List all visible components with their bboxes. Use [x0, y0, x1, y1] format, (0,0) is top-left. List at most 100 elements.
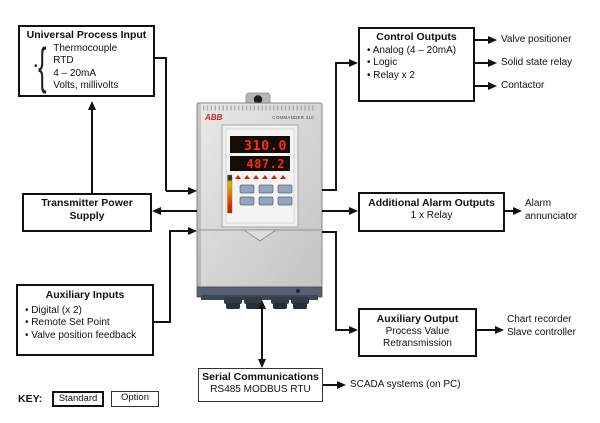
- controller-device-image: ABB COMMANDER 310 310.0 487.2: [196, 92, 323, 309]
- label-alarm-line2: annunciator: [525, 210, 578, 222]
- display-top-bezel: [230, 136, 290, 153]
- list-item: Thermocouple: [53, 42, 118, 54]
- label-chart-slave: Chart recorder Slave controller: [507, 314, 576, 339]
- bargraph-indicator: [227, 174, 233, 214]
- door-latch: [242, 229, 278, 242]
- arrowhead-into-control-outputs: [349, 58, 358, 67]
- connector-to-chart-recorder: [477, 329, 495, 331]
- box-auxiliary-output: Auxiliary Output Process Value Retransmi…: [358, 308, 477, 357]
- list-item: Remote Set Point: [25, 317, 152, 330]
- enclosure-left-shade: [197, 103, 201, 287]
- upi-title: Universal Process Input: [26, 29, 147, 41]
- arrowhead-chart-recorder: [495, 325, 504, 334]
- arrowhead-into-auxout: [349, 325, 358, 334]
- upi-bullet: •: [34, 60, 38, 72]
- auxout-title: Auxiliary Output: [376, 313, 459, 325]
- connector-upi-seg2: [165, 57, 167, 192]
- connector-device-serial: [261, 308, 263, 360]
- label-alarm-annunciator: Alarm annunciator: [525, 198, 577, 223]
- connector-upi-seg3: [166, 190, 188, 192]
- connector-auxout-seg2: [335, 231, 337, 331]
- box-control-outputs: Control Outputs Analog (4 – 20mA) Logic …: [358, 27, 475, 102]
- control-outputs-items: Analog (4 – 20mA) Logic Relay x 2: [360, 45, 473, 83]
- connector-ctrl-seg2: [335, 62, 337, 191]
- label-chart-recorder: Chart recorder: [507, 314, 572, 325]
- box-additional-alarm-outputs: Additional Alarm Outputs 1 x Relay: [358, 192, 505, 232]
- keypad-buttons: [239, 184, 293, 206]
- arrowhead-into-upi: [87, 101, 96, 110]
- display-top-value: 310.0: [244, 138, 287, 154]
- aao-title: Additional Alarm Outputs: [368, 197, 495, 209]
- list-item: Digital (x 2): [25, 305, 152, 318]
- connector-to-valve-positioner: [475, 39, 488, 41]
- cable-glands: [224, 297, 309, 309]
- list-item: Valve position feedback: [25, 330, 152, 343]
- brand-logo: ABB: [204, 113, 223, 122]
- serial-title: Serial Communications: [202, 371, 319, 383]
- connector-auxout-seg3: [336, 329, 349, 331]
- key-standard-box: Standard: [52, 391, 104, 407]
- arrowhead-into-aao: [349, 206, 358, 215]
- model-label: COMMANDER 310: [272, 115, 314, 120]
- upi-content: • { Thermocouple RTD 4 – 20mA Volts, mil…: [34, 37, 153, 94]
- key-option-box: Option: [111, 391, 159, 407]
- auxin-items: Digital (x 2) Remote Set Point Valve pos…: [18, 305, 152, 343]
- arrowhead-annunciator: [513, 206, 522, 215]
- upi-items: Thermocouple RTD 4 – 20mA Volts, millivo…: [46, 43, 118, 93]
- tps-title-line1: Transmitter Power: [41, 197, 133, 209]
- connector-auxin-seg1: [154, 321, 171, 323]
- arrowhead-serial-up: [257, 300, 266, 309]
- connector-to-contactor: [475, 85, 488, 87]
- label-contactor: Contactor: [501, 80, 545, 91]
- label-solid-state-relay: Solid state relay: [501, 57, 573, 68]
- label-slave-controller: Slave controller: [507, 326, 576, 338]
- arrowhead-contactor: [488, 81, 497, 90]
- connector-upi-seg1: [155, 57, 167, 59]
- box-serial-communications: Serial Communications RS485 MODBUS RTU: [198, 368, 323, 402]
- arrowhead-valve-positioner: [488, 35, 497, 44]
- arrowhead-serial-down: [257, 359, 266, 368]
- list-item: 4 – 20mA: [53, 67, 97, 79]
- arrowhead-scada: [337, 380, 346, 389]
- list-item: Relay x 2: [367, 70, 473, 83]
- connector-auxout-seg1: [322, 231, 337, 233]
- auxin-title: Auxiliary Inputs: [45, 289, 125, 301]
- arrowhead-into-tps: [152, 206, 161, 215]
- list-item: Analog (4 – 20mA): [367, 45, 473, 58]
- list-item: Logic: [367, 57, 473, 70]
- base-screw: [296, 289, 300, 293]
- arrowhead-ssr: [488, 58, 497, 67]
- connector-to-annunciator: [505, 210, 513, 212]
- connector-auxin-seg2: [169, 230, 171, 323]
- label-valve-positioner: Valve positioner: [501, 34, 572, 45]
- auxout-line1: Process Value: [385, 325, 450, 337]
- display-bottom-bezel: [230, 156, 290, 171]
- control-outputs-title: Control Outputs: [376, 31, 457, 43]
- auxout-line2: Retransmission: [383, 338, 452, 349]
- arrowhead-upi-into-device: [188, 186, 197, 195]
- label-scada: SCADA systems (on PC): [350, 379, 461, 390]
- box-transmitter-power-supply: Transmitter Power Supply: [22, 193, 152, 232]
- aao-subtitle: 1 x Relay: [410, 209, 453, 221]
- connector-device-to-tps: [159, 210, 197, 212]
- connector-device-to-aao: [322, 210, 349, 212]
- display-bottom-value: 487.2: [246, 157, 285, 171]
- serial-subtitle: RS485 MODBUS RTU: [210, 383, 311, 395]
- connector-to-scada: [323, 384, 337, 386]
- list-item: Volts, millivolts: [53, 80, 119, 91]
- tps-title-line2: Supply: [69, 209, 105, 222]
- list-item: RTD: [53, 55, 74, 66]
- upi-brace: {: [37, 37, 47, 94]
- arrowhead-auxin-into-device: [188, 226, 197, 235]
- box-universal-process-input: Universal Process Input • { Thermocouple…: [18, 25, 155, 97]
- connector-auxin-seg3: [170, 230, 188, 232]
- box-auxiliary-inputs: Auxiliary Inputs Digital (x 2) Remote Se…: [16, 284, 154, 356]
- connector-to-ssr: [475, 62, 488, 64]
- connector-ctrl-seg3: [336, 62, 349, 64]
- connector-tps-to-upi: [91, 110, 93, 193]
- connector-ctrl-seg1: [322, 189, 337, 191]
- label-alarm-line1: Alarm: [525, 198, 552, 209]
- key-label: KEY:: [18, 393, 43, 405]
- alarm-indicator-leds: [235, 175, 286, 179]
